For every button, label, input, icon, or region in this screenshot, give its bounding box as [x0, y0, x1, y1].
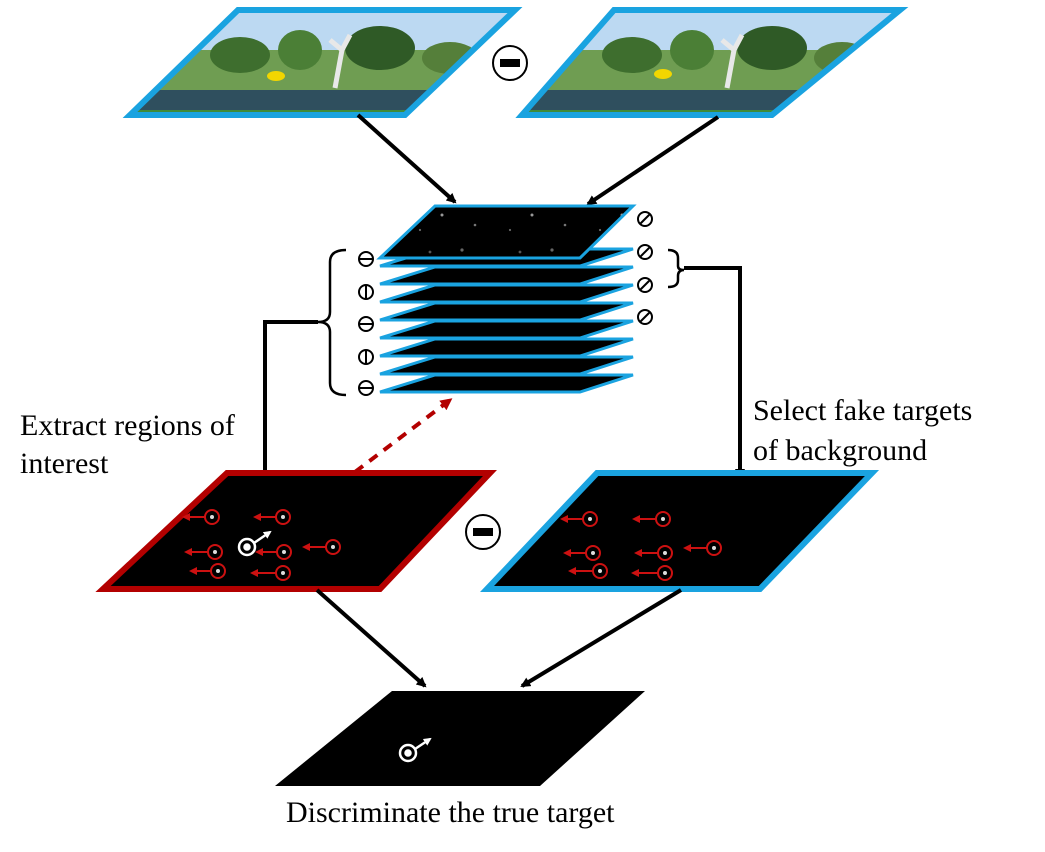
stack-left-markers: [358, 251, 374, 396]
label-discriminate: Discriminate the true target: [286, 796, 615, 829]
true-target-marker: [237, 530, 272, 557]
roi-frame: [95, 470, 497, 592]
label-select-fake-2: of background: [753, 434, 927, 467]
label-select-fake-1: Select fake targets: [753, 394, 972, 427]
difference-stack: [376, 204, 637, 394]
frame-t1: [122, 7, 523, 118]
arrow-to-background: [684, 266, 745, 479]
null-circle-icon: [637, 211, 653, 325]
minus-circle-icon: [492, 45, 528, 81]
label-extract-roi-2: interest: [20, 447, 109, 480]
arrow-to-stack-right: [586, 115, 720, 206]
right-bracket: [667, 248, 685, 289]
curly-brace-icon: [317, 248, 347, 397]
frame-t2: [515, 7, 909, 118]
arrow-to-stack-left: [356, 113, 457, 204]
minus-circle-icon: [465, 514, 501, 550]
target-marker: [182, 509, 341, 581]
arrow-to-roi: [260, 320, 318, 480]
result-frame: [275, 691, 645, 786]
arrow-to-result-left: [315, 588, 427, 688]
arrow-to-result-right: [520, 588, 683, 688]
label-extract-roi-1: Extract regions of: [20, 409, 235, 442]
dashed-feedback-arrow: [353, 398, 453, 474]
background-frame: [480, 470, 880, 592]
